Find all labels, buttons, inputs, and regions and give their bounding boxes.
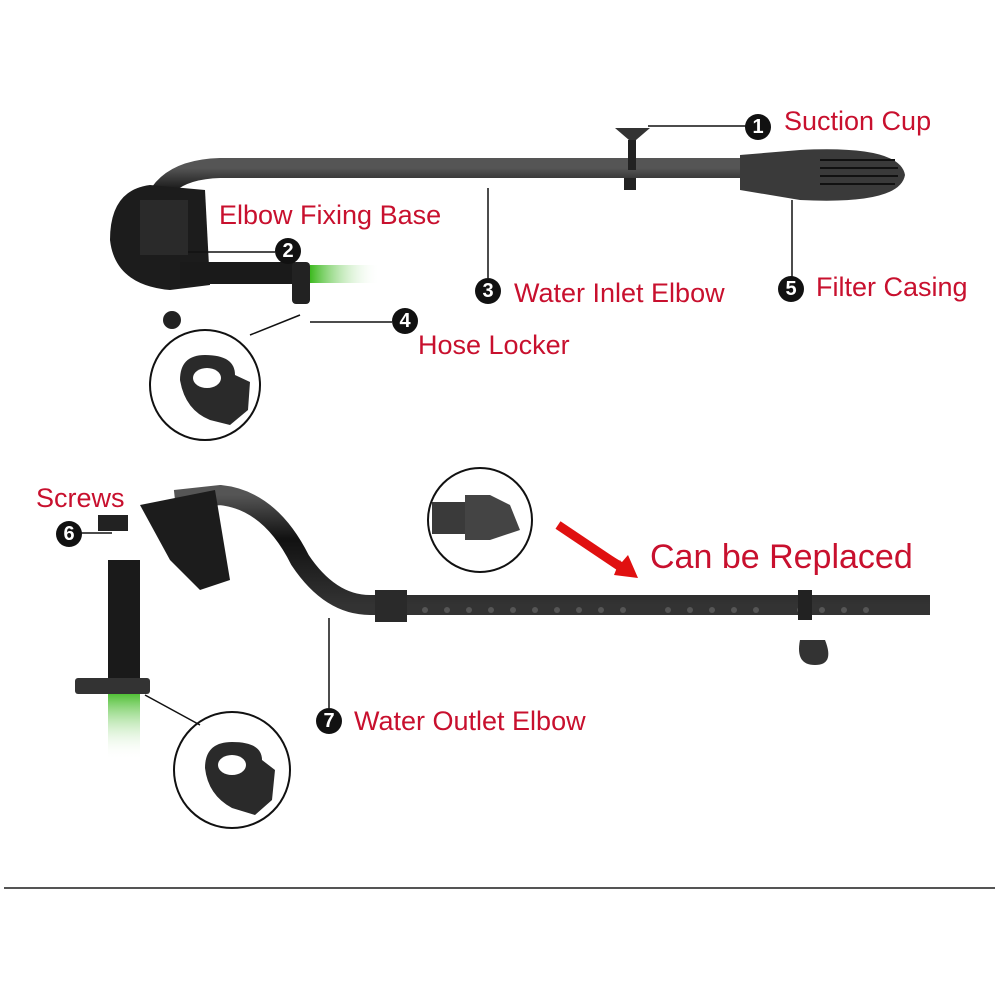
label-elbow-fixing-base: Elbow Fixing Base bbox=[219, 200, 442, 230]
part-badge-6: 6 bbox=[56, 521, 82, 547]
part-badge-1: 1 bbox=[745, 114, 771, 140]
label-filter-casing: Filter Casing bbox=[816, 272, 968, 302]
label-suction-cup: Suction Cup bbox=[784, 106, 932, 136]
label-hose-locker: Hose Locker bbox=[418, 330, 570, 360]
part-badge-7: 7 bbox=[316, 708, 342, 734]
label-screws: Screws bbox=[36, 483, 125, 513]
outlet-elbow-art bbox=[75, 467, 930, 829]
part-badge-2: 2 bbox=[275, 238, 301, 264]
part-badge-3: 3 bbox=[475, 278, 501, 304]
label-can-be-replaced: Can be Replaced bbox=[650, 538, 913, 576]
part-badge-5: 5 bbox=[778, 276, 804, 302]
part-badge-4: 4 bbox=[392, 308, 418, 334]
label-water-outlet-elbow: Water Outlet Elbow bbox=[354, 706, 586, 736]
label-water-inlet-elbow: Water Inlet Elbow bbox=[514, 278, 725, 308]
inlet-elbow-art bbox=[110, 125, 905, 441]
